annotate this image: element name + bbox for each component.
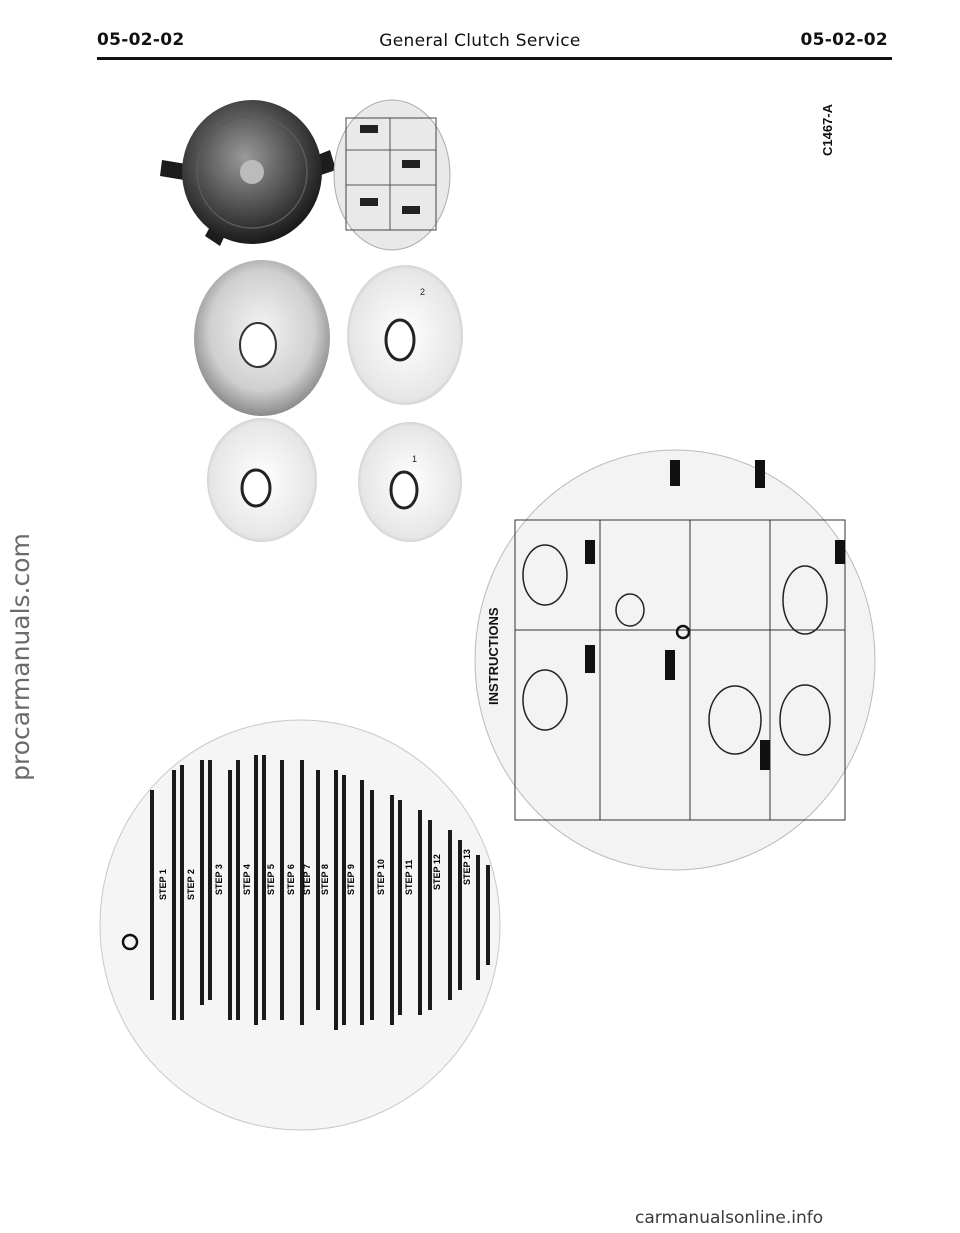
pilot-disc-2: 2: [347, 265, 463, 405]
instruction-step-heading: STEP 12: [432, 854, 442, 890]
instruction-step-heading: STEP 4: [242, 864, 252, 895]
bottom-watermark: carmanualsonline.info: [635, 1208, 824, 1228]
pilot-disc-large: [194, 260, 330, 416]
svg-text:2: 2: [420, 287, 425, 297]
header-rule: [97, 57, 892, 60]
instruction-step-heading: STEP 6: [286, 864, 296, 895]
svg-text:1: 1: [412, 454, 417, 464]
instruction-step-heading: STEP 1: [158, 869, 168, 900]
instruction-step-heading: STEP 10: [376, 859, 386, 895]
instruction-step-heading: STEP 3: [214, 864, 224, 895]
instruction-card-thumbnail: [333, 99, 451, 251]
instruction-step-heading: STEP 7: [302, 864, 312, 895]
instruction-step-heading: STEP 11: [404, 860, 414, 895]
section-number-right: 05-02-02: [800, 30, 888, 50]
instruction-step-heading: STEP 8: [320, 864, 330, 895]
pilot-disc-3: [207, 418, 317, 542]
instruction-step-heading: STEP 13: [462, 849, 472, 885]
pilot-disc-1: 1: [358, 422, 462, 542]
instruction-step-heading: STEP 2: [186, 869, 196, 900]
page-title: General Clutch Service: [379, 31, 581, 51]
instructions-title: INSTRUCTIONS: [486, 607, 501, 705]
dial-indicator-tool: [160, 100, 336, 246]
instruction-step-heading: STEP 9: [346, 864, 356, 895]
section-number-left: 05-02-02: [97, 30, 185, 50]
instruction-step-heading: STEP 5: [266, 864, 276, 895]
instructions-diagram-card: INSTRUCTIONS: [474, 449, 876, 871]
step-instructions-card: [99, 719, 501, 1131]
